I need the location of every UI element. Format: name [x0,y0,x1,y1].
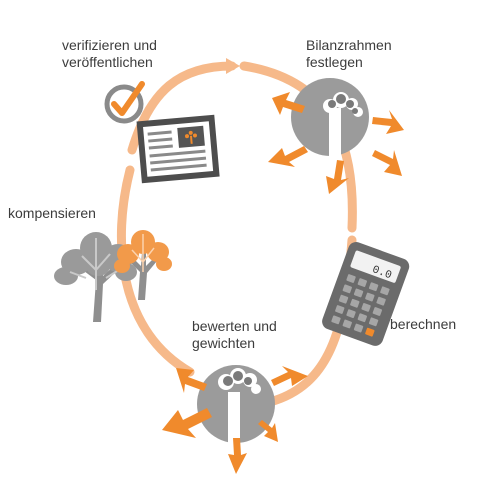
calculator-key [346,309,356,319]
frame-label: Bilanzrahmen festlegen [306,37,392,70]
calculator-key [365,327,375,337]
arrow-icon [372,150,402,176]
report-document-icon [136,114,220,184]
calculator-key [380,286,390,296]
evaluate-arrows [162,366,308,474]
evaluate-node [197,365,275,444]
frame-arrows [268,92,404,194]
calculator-icon [322,242,410,346]
arrow-icon [228,438,247,474]
cycle-arrowhead [226,58,240,74]
chimney [228,392,240,444]
arrow-icon [272,92,305,115]
calculator-key [357,278,368,287]
calculator-key [342,284,352,294]
arrow-icon [271,366,308,386]
frame-node [291,78,369,156]
arrow-icon [176,368,207,393]
smoke-cloud-inner [223,371,252,386]
calculator-key [346,274,356,283]
calculator-key [372,307,383,316]
arrow-icon [326,160,349,194]
calculator-key [365,292,375,302]
calculator-screen [350,250,401,283]
calculator-key [350,298,360,308]
compensate-label: kompensieren [8,205,96,221]
arrow-icon [258,420,278,442]
calculator-key [368,317,379,327]
calculator-key [353,323,364,333]
arrow-icon [372,110,404,134]
cycle-segment-left [116,165,195,377]
calculator-key [361,303,371,312]
arrow-icon [162,408,212,438]
chimney [329,108,341,156]
calculator-key [357,313,367,323]
calculator-key [368,282,379,292]
orange-tree-icon [114,230,172,300]
grey-tree-icon [54,232,137,322]
smoke-cloud-inner [328,94,358,114]
checkmark-icon [104,81,145,124]
calculator-key [331,315,341,325]
calculator-key [335,305,345,314]
verify-label: verifizieren und veröffentlichen [62,37,157,70]
calculator-key [376,296,386,306]
evaluate-label: bewerten und gewichten [192,318,277,351]
calculator-key [338,294,349,304]
arrow-icon [268,146,308,167]
calculator-key [353,288,364,298]
calculator-key [342,319,352,329]
calculate-label: berechnen [390,316,457,332]
